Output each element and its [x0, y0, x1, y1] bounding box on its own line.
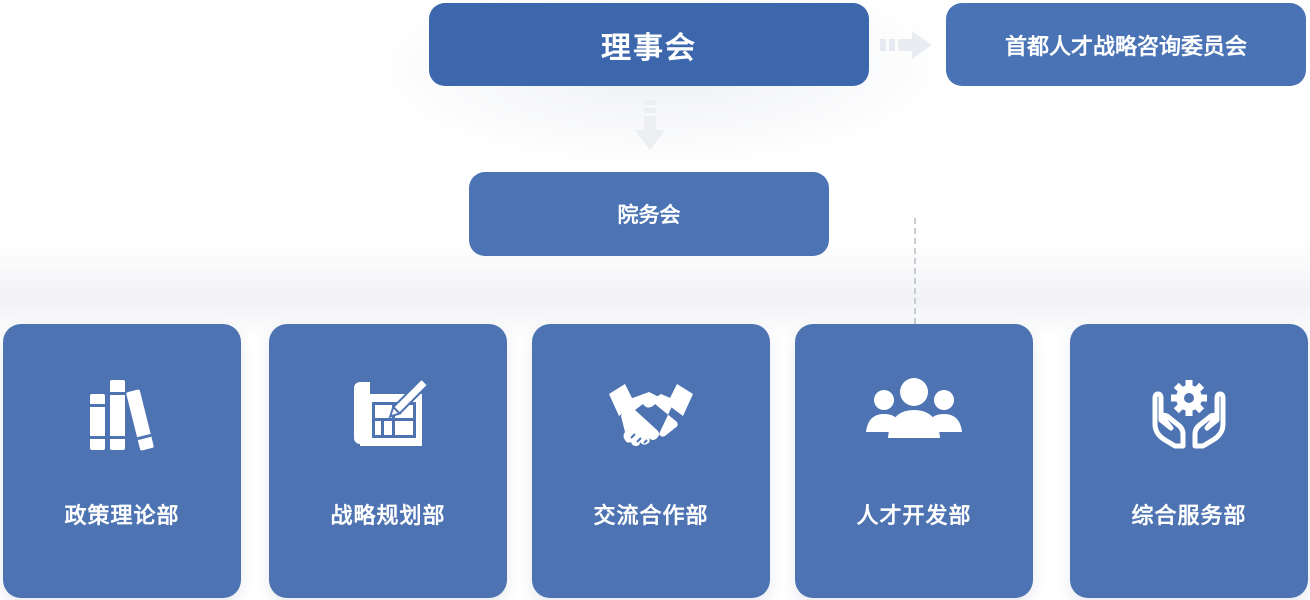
dept-label: 战略规划部 [330, 504, 446, 529]
books-icon [3, 376, 241, 452]
dept-strategic-planning: 战略规划部 [269, 324, 507, 598]
background-glow [0, 240, 1310, 340]
people-group-icon [795, 376, 1033, 452]
council-label: 理事会 [601, 30, 697, 66]
council-box: 理事会 [429, 3, 869, 86]
handshake-icon [532, 376, 770, 452]
dept-label: 政策理论部 [64, 504, 180, 529]
dept-general-services: 综合服务部 [1070, 324, 1308, 598]
committee-box: 首都人才战略咨询委员会 [946, 3, 1306, 86]
affairs-label: 院务会 [617, 203, 681, 227]
hands-gear-icon [1070, 376, 1308, 452]
dept-policy-theory: 政策理论部 [3, 324, 241, 598]
affairs-box: 院务会 [469, 172, 829, 256]
dept-talent-development: 人才开发部 [795, 324, 1033, 598]
dashed-connector [914, 218, 916, 324]
blueprint-pencil-icon [269, 376, 507, 452]
arrow-down-icon [635, 100, 665, 150]
dept-label: 人才开发部 [856, 504, 972, 529]
arrow-right-icon [880, 31, 932, 59]
committee-label: 首都人才战略咨询委员会 [1004, 34, 1247, 60]
dept-label: 交流合作部 [593, 504, 709, 529]
dept-exchange-cooperation: 交流合作部 [532, 324, 770, 598]
dept-label: 综合服务部 [1131, 504, 1247, 529]
